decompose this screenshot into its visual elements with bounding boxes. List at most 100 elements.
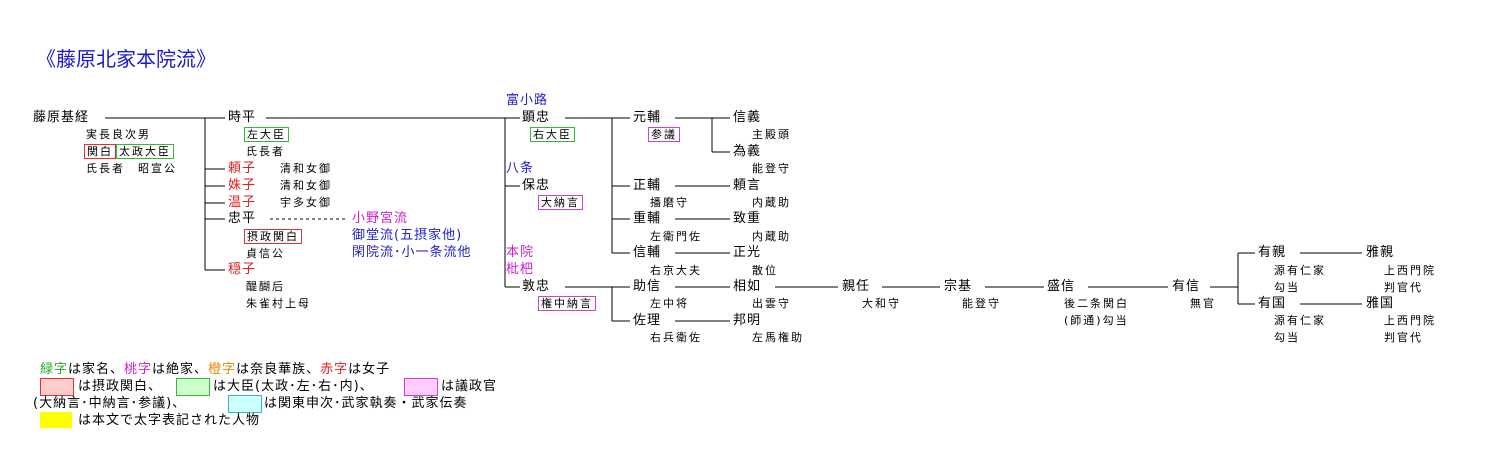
person-tokihira: 時平 bbox=[228, 110, 257, 125]
lineage-midou: 御堂流(五摂家他) bbox=[352, 228, 463, 243]
legend-line-1: 緑字は家名、桃字は絶家、橙字は奈良華族、赤字は女子 bbox=[40, 362, 390, 378]
person-tameyoshi: 為義 bbox=[733, 144, 762, 159]
legend-text: は家名、 bbox=[68, 362, 125, 377]
legend-text: は奈良華族、 bbox=[236, 362, 321, 377]
badge-sadaijin: 左大臣 bbox=[244, 127, 289, 142]
person-yasutada: 保忠 bbox=[522, 178, 551, 193]
house-tomikoji: 富小路 bbox=[506, 93, 549, 108]
legend-orange-text: 橙字 bbox=[208, 362, 237, 377]
note-tameyoshi: 能登守 bbox=[752, 162, 791, 175]
note-chikato: 大和守 bbox=[862, 297, 901, 310]
legend-swatch-red bbox=[40, 378, 74, 396]
note-shigesuke: 左衛門佐 bbox=[650, 230, 702, 243]
note-gachika-1: 上西門院 bbox=[1384, 264, 1436, 277]
legend-text-nagon: (大納言･中納言･参議)、 bbox=[33, 396, 187, 411]
note-masasuke: 播磨守 bbox=[650, 196, 689, 209]
person-yoriko: 頼子 bbox=[228, 161, 257, 176]
note-gakuni-2: 判官代 bbox=[1384, 331, 1423, 344]
legend-green-text: 緑字 bbox=[40, 362, 69, 377]
person-onshi: 温子 bbox=[228, 195, 257, 210]
note-yoriko: 清和女御 bbox=[280, 162, 332, 175]
legend-text-bold: は本文で太字表記された人物 bbox=[78, 413, 261, 428]
note-arikuni-1: 源有仁家 bbox=[1274, 314, 1326, 327]
note-imoko: 清和女御 bbox=[280, 179, 332, 192]
legend-text: は絶家、 bbox=[152, 362, 209, 377]
person-yasuko: 穏子 bbox=[228, 262, 257, 277]
legend-swatch-cyan bbox=[228, 395, 262, 413]
person-suketoshi: 佐理 bbox=[633, 313, 662, 328]
person-atsutada: 敦忠 bbox=[522, 279, 551, 294]
note-chishige: 内蔵助 bbox=[752, 230, 791, 243]
note-mototsune-2: 氏長者 昭宣公 bbox=[86, 162, 177, 175]
title-mototsune: 関白太政大臣 bbox=[84, 144, 174, 159]
badge-kanpaku: 関白 bbox=[84, 144, 116, 159]
person-kuniaki: 邦明 bbox=[733, 313, 762, 328]
note-nobuyoshi: 主殿頭 bbox=[752, 128, 791, 141]
person-arichika: 有親 bbox=[1258, 245, 1287, 260]
note-arichika-1: 源有仁家 bbox=[1274, 264, 1326, 277]
note-arikuni-2: 勾当 bbox=[1274, 331, 1300, 344]
note-yorinobu: 内蔵助 bbox=[752, 196, 791, 209]
badge-sessho-kanpaku: 摂政関白 bbox=[244, 229, 302, 244]
note-tadahira: 貞信公 bbox=[246, 247, 285, 260]
note-gachika-2: 判官代 bbox=[1384, 281, 1423, 294]
badge-daijo-daijin: 太政大臣 bbox=[116, 144, 174, 159]
legend-swatch-pink bbox=[404, 378, 438, 396]
note-tokihira: 氏長者 bbox=[246, 145, 285, 158]
person-gachika: 雅親 bbox=[1366, 245, 1395, 260]
person-mototsune: 藤原基経 bbox=[33, 110, 90, 125]
note-arichika-2: 勾当 bbox=[1274, 281, 1300, 294]
person-yorinobu: 頼言 bbox=[733, 178, 762, 193]
legend-text-daijin: は大臣(太政･左･右･内)、 bbox=[213, 379, 374, 394]
person-akitada: 顕忠 bbox=[522, 110, 551, 125]
note-onshi: 宇多女御 bbox=[280, 196, 332, 209]
person-tadahira: 忠平 bbox=[228, 211, 257, 226]
note-mototsune-1: 実長良次男 bbox=[86, 128, 151, 141]
note-aisuke: 出雲守 bbox=[752, 297, 791, 310]
badge-sangi: 参議 bbox=[648, 127, 680, 142]
person-munemoto: 宗基 bbox=[944, 279, 973, 294]
page-title: 《藤原北家本院流》 bbox=[36, 47, 216, 71]
lineage-onoguu: 小野宮流 bbox=[352, 211, 409, 226]
person-arikuni: 有国 bbox=[1258, 296, 1287, 311]
legend-text-sessho: は摂政関白、 bbox=[78, 379, 163, 394]
note-munemoto: 能登守 bbox=[962, 297, 1001, 310]
note-yasuko-1: 醍醐后 bbox=[246, 280, 285, 293]
lineage-kanin: 閑院流･小一条流他 bbox=[352, 245, 472, 260]
note-morinobu-2: (師通)勾当 bbox=[1064, 314, 1129, 327]
person-nobuyoshi: 信義 bbox=[733, 110, 762, 125]
person-shigesuke: 重輔 bbox=[633, 211, 662, 226]
badge-gon-chunagon: 権中納言 bbox=[538, 296, 596, 311]
person-motosuke: 元輔 bbox=[633, 110, 662, 125]
legend-swatch-green bbox=[176, 378, 210, 396]
legend-text: は女子 bbox=[348, 362, 391, 377]
person-nobusuke: 信輔 bbox=[633, 245, 662, 260]
person-aisuke: 相如 bbox=[733, 279, 762, 294]
note-suketada: 左中将 bbox=[650, 297, 689, 310]
person-chishige: 致重 bbox=[733, 211, 762, 226]
note-nobusuke: 右京大夫 bbox=[650, 264, 702, 277]
badge-udaijin: 右大臣 bbox=[530, 127, 575, 142]
person-masamitsu: 正光 bbox=[733, 245, 762, 260]
person-morinobu: 盛信 bbox=[1047, 279, 1076, 294]
person-chikato: 親任 bbox=[842, 279, 871, 294]
person-suketada: 助信 bbox=[633, 279, 662, 294]
legend-text-giseikan: は議政官 bbox=[441, 379, 498, 394]
note-suketoshi: 右兵衛佐 bbox=[650, 331, 702, 344]
note-arinobu: 無官 bbox=[1190, 297, 1216, 310]
legend-red-text: 赤字 bbox=[320, 362, 349, 377]
note-gakuni-1: 上西門院 bbox=[1384, 314, 1436, 327]
house-biwa: 枇杷 bbox=[506, 262, 535, 277]
person-masasuke: 正輔 bbox=[633, 178, 662, 193]
person-gakuni: 雅国 bbox=[1366, 296, 1395, 311]
person-arinobu: 有信 bbox=[1172, 279, 1201, 294]
note-morinobu-1: 後二条関白 bbox=[1064, 297, 1129, 310]
legend-swatch-yellow bbox=[40, 412, 72, 428]
person-imoko: 姝子 bbox=[228, 178, 257, 193]
badge-dainagon: 大納言 bbox=[538, 195, 583, 210]
note-kuniaki: 左馬権助 bbox=[752, 331, 804, 344]
note-masamitsu: 散位 bbox=[752, 264, 778, 277]
note-yasuko-2: 朱雀村上母 bbox=[246, 297, 311, 310]
